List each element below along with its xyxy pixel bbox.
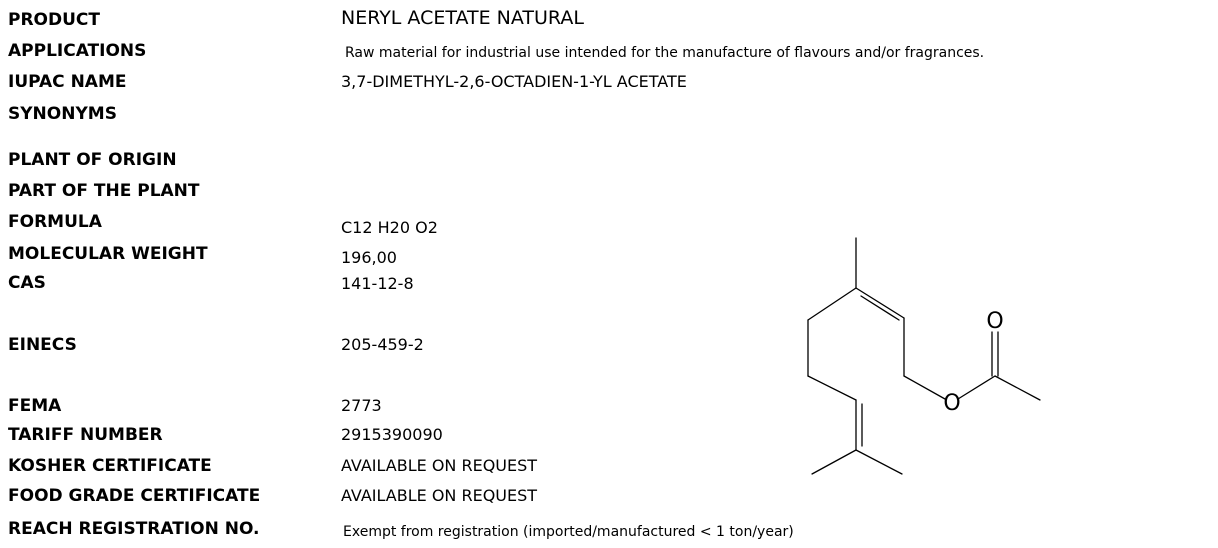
product-value: NERYL ACETATE NATURAL (341, 7, 584, 29)
tariff-number-value: 2915390090 (341, 425, 443, 444)
ester-oxygen-label: O (943, 391, 960, 416)
molecular-weight-value: 196,00 (341, 248, 397, 267)
product-label: PRODUCT (8, 10, 100, 30)
bond-line (855, 287, 905, 319)
reach-registration-label: REACH REGISTRATION NO. (8, 519, 260, 539)
iupac-name-label: IUPAC NAME (8, 72, 127, 92)
fema-label: FEMA (8, 396, 62, 416)
plant-of-origin-label: PLANT OF ORIGIN (8, 150, 177, 170)
iupac-name-value: 3,7-DIMETHYL-2,6-OCTADIEN-1-YL ACETATE (341, 72, 687, 91)
einecs-value: 205-459-2 (341, 335, 424, 354)
applications-value: Raw material for industrial use intended… (345, 45, 985, 61)
bond-line (811, 449, 857, 475)
einecs-label: EINECS (8, 335, 77, 355)
kosher-certificate-value: AVAILABLE ON REQUEST (341, 456, 538, 475)
tariff-number-label: TARIFF NUMBER (8, 425, 163, 445)
molecular-weight-label: MOLECULAR WEIGHT (8, 244, 208, 264)
bond-line (994, 375, 1041, 401)
applications-label: APPLICATIONS (8, 41, 147, 61)
bond-line (855, 449, 903, 475)
formula-label: FORMULA (8, 212, 102, 232)
carbonyl-oxygen-label: O (986, 309, 1003, 334)
cas-value: 141-12-8 (341, 274, 414, 293)
food-grade-certificate-label: FOOD GRADE CERTIFICATE (8, 486, 261, 506)
bond-line (807, 375, 857, 401)
bond-line (807, 287, 857, 321)
part-of-plant-label: PART OF THE PLANT (8, 181, 200, 201)
formula-value: C12 H20 O2 (341, 218, 438, 237)
food-grade-certificate-value: AVAILABLE ON REQUEST (341, 486, 538, 505)
reach-registration-value: Exempt from registration (imported/manuf… (343, 524, 794, 540)
kosher-certificate-label: KOSHER CERTIFICATE (8, 456, 212, 476)
bond-line (957, 375, 996, 400)
synonyms-label: SYNONYMS (8, 104, 117, 124)
bond-line (903, 375, 946, 400)
chemical-structure-diagram: O O (807, 237, 1041, 475)
bond-line (860, 295, 900, 321)
cas-label: CAS (8, 273, 46, 293)
fema-value: 2773 (341, 396, 382, 415)
